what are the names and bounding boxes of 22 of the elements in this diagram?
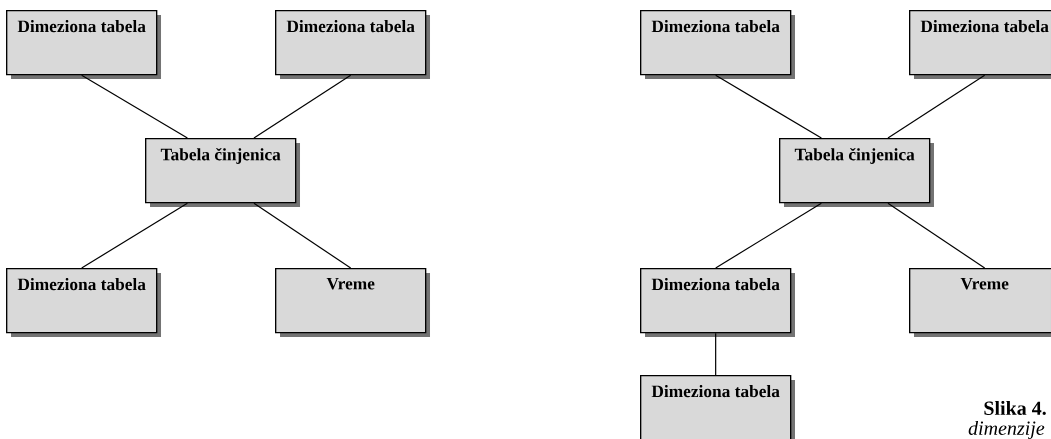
table-box: Dimeziona tabela [6, 10, 161, 79]
caption-text: Slika 4. [984, 400, 1046, 416]
table-box: Tabela činjenica [779, 138, 934, 207]
table-box: Dimeziona tabela [6, 268, 161, 337]
table-box: Vreme [275, 268, 430, 337]
table-box: Tabela činjenica [145, 138, 300, 207]
connector-line [81, 202, 188, 269]
connector-line [887, 202, 986, 269]
table-box: Dimeziona tabela [275, 10, 430, 79]
connector-line [253, 74, 352, 139]
table-box: Dimeziona tabela [640, 375, 795, 439]
connector-line [715, 202, 822, 269]
table-box: Dimeziona tabela [640, 10, 795, 79]
connector-line [715, 332, 717, 376]
connector-line [715, 74, 822, 139]
table-box: Dimeziona tabela [909, 10, 1051, 79]
caption-text: dimenzije [968, 420, 1045, 439]
connector-line [253, 202, 352, 269]
table-box: Vreme [909, 268, 1051, 337]
connector-line [887, 74, 986, 139]
table-box: Dimeziona tabela [640, 268, 795, 337]
connector-line [81, 74, 188, 139]
